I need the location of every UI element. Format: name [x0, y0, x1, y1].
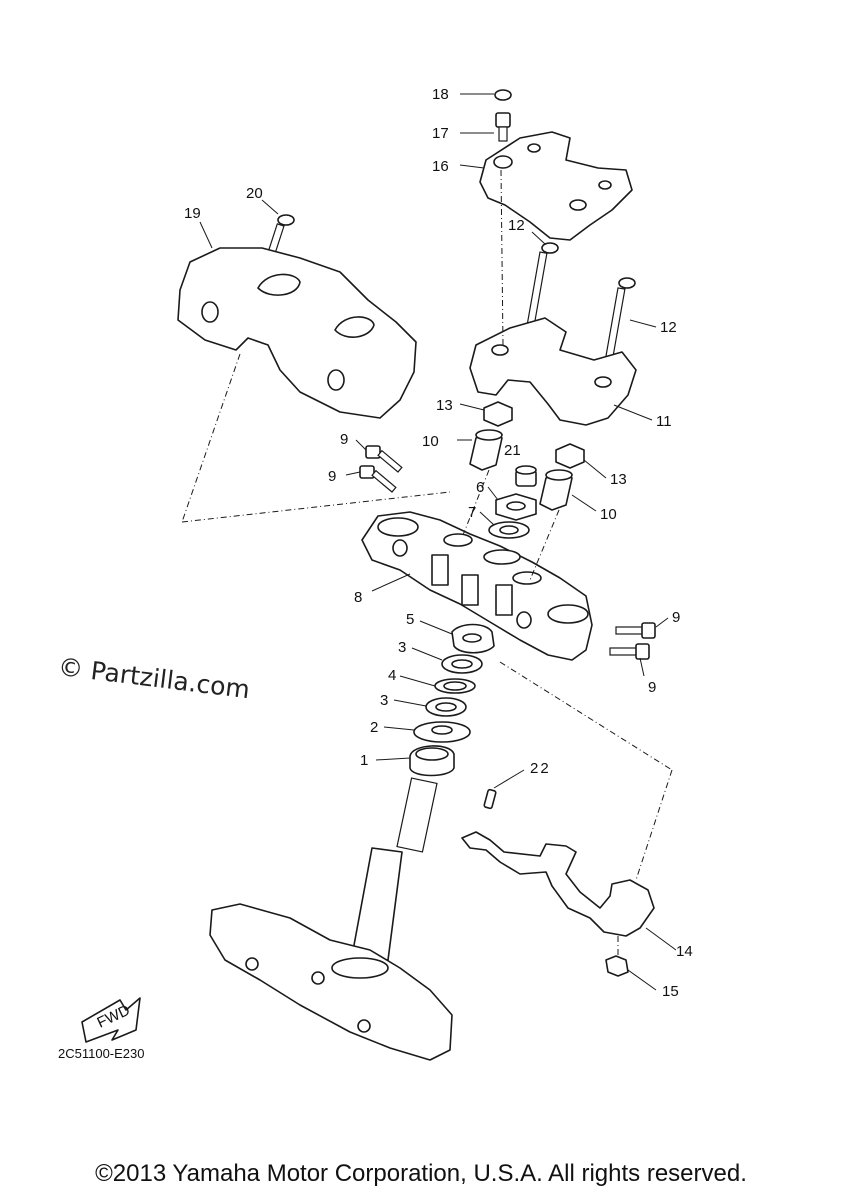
- callout-17: 17: [432, 125, 449, 142]
- part-5-lock-washer: [451, 623, 495, 654]
- callout-15: 15: [662, 983, 679, 1000]
- callout-3-lower: 3: [380, 692, 388, 709]
- part-3-ring-nut-upper: [441, 654, 483, 674]
- part-10-damper-right: [539, 469, 573, 511]
- callout-19: 19: [184, 205, 201, 222]
- part-22-pin: [483, 788, 497, 810]
- callout-12-right: 12: [660, 319, 677, 336]
- part-17-bolt: [495, 112, 511, 142]
- part-12-bolt-left: [525, 242, 559, 333]
- callout-21: 21: [504, 442, 521, 459]
- part-6-steering-nut: [495, 493, 537, 521]
- callout-10-right: 10: [600, 506, 617, 523]
- part-4-rubber-washer: [434, 678, 476, 694]
- part-14-brake-hose-holder: [461, 831, 655, 937]
- part-21-collar: [515, 465, 537, 487]
- copyright-footer: ©2013 Yamaha Motor Corporation, U.S.A. A…: [95, 1160, 747, 1187]
- callout-12-upper: 12: [508, 217, 525, 234]
- part-15-nut: [605, 955, 629, 977]
- part-3-ring-nut-lower: [425, 697, 467, 717]
- part-9-bolt-c: [615, 622, 656, 639]
- callout-4: 4: [388, 667, 396, 684]
- leader-lines: [199, 93, 677, 991]
- callout-13-right: 13: [610, 471, 627, 488]
- part-7-washer: [488, 521, 530, 539]
- callout-3-upper: 3: [398, 639, 406, 656]
- callout-numbers: 18 17 16 20 19 12 12 11 13 10 21 13 10 9…: [184, 86, 693, 1000]
- callout-10-left: 10: [422, 433, 439, 450]
- diagram-code: 2C51100-E230: [58, 1046, 145, 1061]
- callout-6: 6: [476, 479, 484, 496]
- part-13-nut-right: [555, 443, 585, 469]
- part-1-bearing: [409, 745, 455, 777]
- callout-14: 14: [676, 943, 693, 960]
- callout-22: 22: [530, 760, 551, 777]
- callout-9-d: 9: [648, 679, 656, 696]
- callout-11: 11: [656, 413, 672, 430]
- callout-9-c: 9: [672, 609, 680, 626]
- part-12-bolt-right: [603, 277, 636, 369]
- callout-9-a: 9: [340, 431, 348, 448]
- part-10-damper-left: [469, 429, 503, 471]
- callout-9-b: 9: [328, 468, 336, 485]
- part-9-bolt-d: [609, 643, 650, 660]
- part-19-handlebar-cover: [177, 247, 417, 419]
- part-18-cap: [494, 89, 512, 101]
- part-2-bearing-cover: [413, 721, 471, 743]
- part-8-upper-bracket: [361, 511, 593, 661]
- part-13-nut-left: [483, 401, 513, 427]
- callout-7: 7: [468, 504, 476, 521]
- assembly-lines: [181, 169, 673, 958]
- part-16-handlebar-holder-upper: [479, 131, 633, 241]
- part-9-bolt-b: [359, 465, 397, 493]
- callout-16: 16: [432, 158, 449, 175]
- callout-1: 1: [360, 752, 368, 769]
- callout-8: 8: [354, 589, 362, 606]
- under-bracket-stem: [209, 777, 453, 1061]
- callout-20: 20: [246, 185, 263, 202]
- callout-18: 18: [432, 86, 449, 103]
- callout-13-left: 13: [436, 397, 453, 414]
- part-11-handlebar-holder-lower: [469, 317, 637, 426]
- fwd-arrow-icon: FWD: [81, 997, 141, 1043]
- callout-5: 5: [406, 611, 414, 628]
- callout-2: 2: [370, 719, 378, 736]
- part-9-bolt-a: [365, 445, 403, 473]
